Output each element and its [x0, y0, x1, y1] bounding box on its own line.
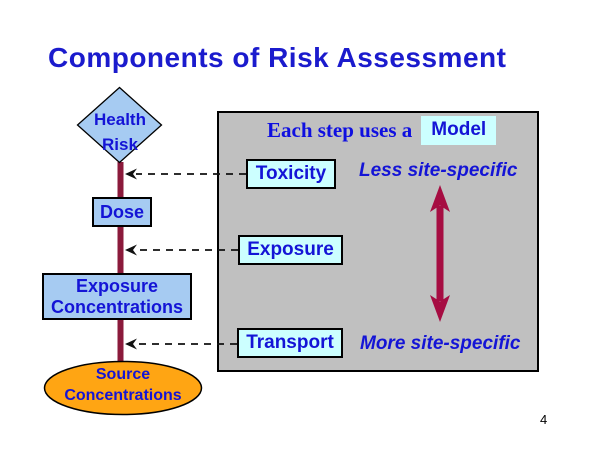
exposure-label: Exposure: [247, 239, 334, 260]
exposure-concentrations-line2: Concentrations: [50, 296, 183, 317]
health-risk-line2: Risk: [102, 135, 138, 154]
exposure-concentrations-label: Exposure Concentrations: [51, 276, 183, 318]
more-site-specific-label: More site-specific: [360, 333, 521, 354]
dose-label: Dose: [99, 201, 144, 222]
source-concentrations-line1: Source: [95, 366, 151, 383]
source-concentrations-label: Source Concentrations: [45, 364, 201, 406]
toxicity-box[interactable]: Toxicity: [246, 159, 336, 189]
health-risk-label: Health Risk: [77, 107, 163, 157]
source-concentrations-line2: Concentrations: [64, 387, 182, 404]
panel-header: Each step uses a Model: [267, 116, 497, 145]
slide-title: Components of Risk Assessment: [48, 42, 507, 73]
transport-label: Transport: [246, 332, 334, 353]
exposure-concentrations-box[interactable]: Exposure Concentrations: [42, 273, 192, 320]
toxicity-label: Toxicity: [255, 163, 327, 184]
health-risk-line1: Health: [94, 110, 146, 129]
exposure-concentrations-line1: Exposure: [75, 275, 158, 296]
page-number: 4: [540, 412, 548, 427]
model-chip[interactable]: Model: [421, 116, 497, 145]
less-site-specific-label: Less site-specific: [359, 160, 518, 181]
exposure-box[interactable]: Exposure: [238, 235, 343, 265]
dose-box[interactable]: Dose: [92, 197, 152, 227]
panel-header-text: Each step uses a: [267, 118, 413, 142]
transport-box[interactable]: Transport: [237, 328, 343, 358]
